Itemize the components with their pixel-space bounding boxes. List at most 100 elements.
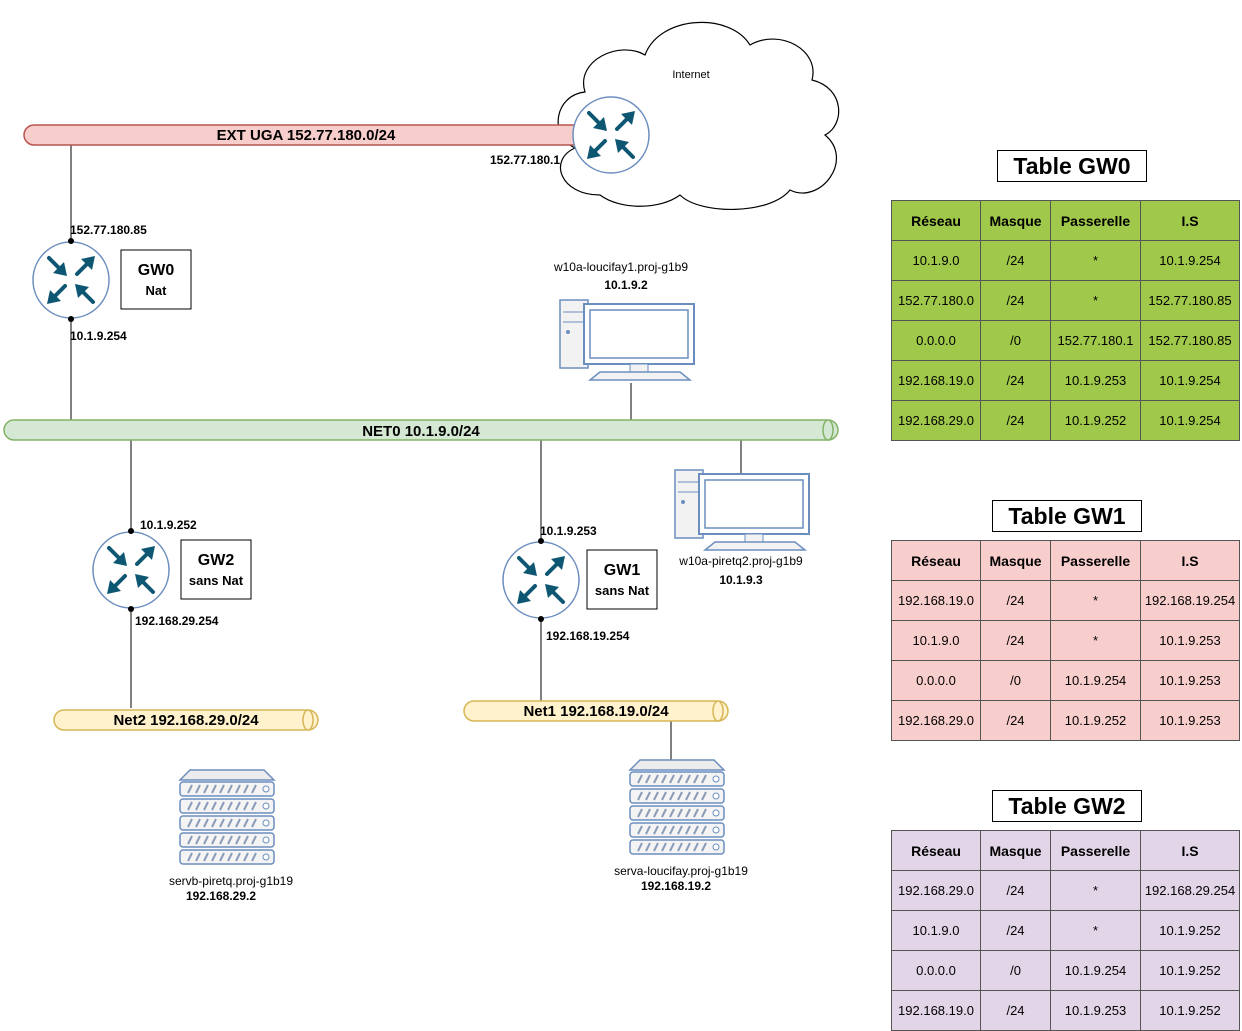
header-gateway: Passerelle (1050, 540, 1141, 581)
cell-network: 192.168.29.0 (891, 700, 981, 741)
cell-network: 10.1.9.0 (891, 910, 981, 951)
net1-link (463, 700, 729, 722)
header-interface: I.S (1140, 830, 1240, 871)
gw0-name-box (120, 249, 192, 310)
pc1-computer-icon (559, 299, 695, 381)
cell-mask: /24 (980, 910, 1051, 951)
net2-link-label: Net2 192.168.29.0/24 (113, 712, 259, 729)
cell-gateway: 10.1.9.252 (1050, 700, 1141, 741)
cell-interface: 10.1.9.252 (1140, 910, 1240, 951)
cell-interface: 10.1.9.254 (1140, 240, 1240, 281)
cell-network: 10.1.9.0 (891, 240, 981, 281)
internet-router (571, 95, 651, 175)
cell-network: 192.168.29.0 (891, 870, 981, 911)
cell-gateway: 10.1.9.253 (1050, 360, 1141, 401)
net1-link-label: Net1 192.168.19.0/24 (523, 703, 669, 720)
cell-interface: 10.1.9.252 (1140, 990, 1240, 1031)
gw2-mode: sans Nat (189, 573, 244, 588)
table-row: 10.1.9.0/24*10.1.9.252 (891, 910, 1240, 951)
cell-interface: 192.168.19.254 (1140, 580, 1240, 621)
cell-network: 152.77.180.0 (891, 280, 981, 321)
cell-interface: 10.1.9.253 (1140, 660, 1240, 701)
table-gw1-title: Table GW1 (992, 500, 1142, 532)
table-row: 192.168.29.0/24*192.168.29.254 (891, 870, 1240, 911)
ext-link-label: EXT UGA 152.77.180.0/24 (217, 127, 396, 144)
cell-mask: /24 (980, 990, 1051, 1031)
cell-network: 0.0.0.0 (891, 320, 981, 361)
header-network: Réseau (891, 540, 981, 581)
srva-name: serva-loucifay.proj-g1b19 (614, 864, 748, 878)
header-mask: Masque (980, 830, 1051, 871)
cell-interface: 152.77.180.85 (1140, 320, 1240, 361)
connection-dots (68, 238, 544, 622)
gw1-router (501, 540, 581, 620)
gw0-router (31, 240, 111, 320)
gw0-mode: Nat (146, 283, 168, 298)
gw2-ip-up: 10.1.9.252 (140, 518, 197, 532)
cell-mask: /0 (980, 950, 1051, 991)
gw1-mode: sans Nat (595, 583, 650, 598)
cell-gateway: * (1050, 620, 1141, 661)
srvb-ip: 192.168.29.2 (186, 889, 256, 903)
cell-gateway: 10.1.9.254 (1050, 660, 1141, 701)
srva-ip: 192.168.19.2 (641, 879, 711, 893)
header-network: Réseau (891, 830, 981, 871)
gw0-name: GW0 (138, 262, 175, 279)
gw0-ip-ext: 152.77.180.85 (70, 223, 147, 237)
header-network: Réseau (891, 200, 981, 241)
gw1-ip-down: 192.168.19.254 (546, 629, 630, 643)
net0-link (3, 419, 839, 441)
pc2-computer-icon (674, 469, 810, 551)
cell-mask: /24 (980, 580, 1051, 621)
cell-gateway: * (1050, 910, 1141, 951)
table-gw0-title: Table GW0 (997, 150, 1147, 182)
table-row: 152.77.180.0/24*152.77.180.85 (891, 280, 1240, 321)
cell-interface: 152.77.180.85 (1140, 280, 1240, 321)
srvb-name: servb-piretq.proj-g1b19 (169, 874, 293, 888)
cell-mask: /24 (980, 700, 1051, 741)
pc2-ip: 10.1.9.3 (719, 573, 763, 587)
cell-mask: /24 (980, 280, 1051, 321)
cell-network: 192.168.19.0 (891, 580, 981, 621)
pc2-name: w10a-piretq2.proj-g1b9 (678, 554, 803, 568)
cell-network: 192.168.29.0 (891, 400, 981, 441)
cell-mask: /24 (980, 400, 1051, 441)
inet-router-ip: 152.77.180.1 (490, 153, 560, 167)
cell-network: 0.0.0.0 (891, 660, 981, 701)
net0-link-label: NET0 10.1.9.0/24 (362, 423, 480, 440)
cell-gateway: * (1050, 240, 1141, 281)
cell-interface: 10.1.9.254 (1140, 360, 1240, 401)
cell-gateway: * (1050, 870, 1141, 911)
cell-gateway: * (1050, 580, 1141, 621)
header-mask: Masque (980, 200, 1051, 241)
cell-gateway: 10.1.9.252 (1050, 400, 1141, 441)
cell-network: 192.168.19.0 (891, 990, 981, 1031)
cell-mask: /0 (980, 320, 1051, 361)
gw1-name-box (586, 549, 658, 610)
table-row: 10.1.9.0/24*10.1.9.253 (891, 620, 1240, 661)
gw1-ip-up: 10.1.9.253 (540, 524, 597, 538)
cell-mask: /24 (980, 360, 1051, 401)
pc1-name: w10a-loucifay1.proj-g1b9 (553, 260, 688, 274)
gw2-ip-down: 192.168.29.254 (135, 614, 219, 628)
srvb-server-icon (179, 769, 275, 865)
header-interface: I.S (1140, 200, 1240, 241)
internet-label: Internet (672, 69, 709, 81)
cell-interface: 10.1.9.253 (1140, 700, 1240, 741)
connection-lines (70, 145, 742, 760)
cell-interface: 10.1.9.254 (1140, 400, 1240, 441)
table-gw2-title: Table GW2 (992, 790, 1142, 822)
cell-network: 0.0.0.0 (891, 950, 981, 991)
cell-mask: /24 (980, 240, 1051, 281)
header-interface: I.S (1140, 540, 1240, 581)
cell-interface: 10.1.9.252 (1140, 950, 1240, 991)
